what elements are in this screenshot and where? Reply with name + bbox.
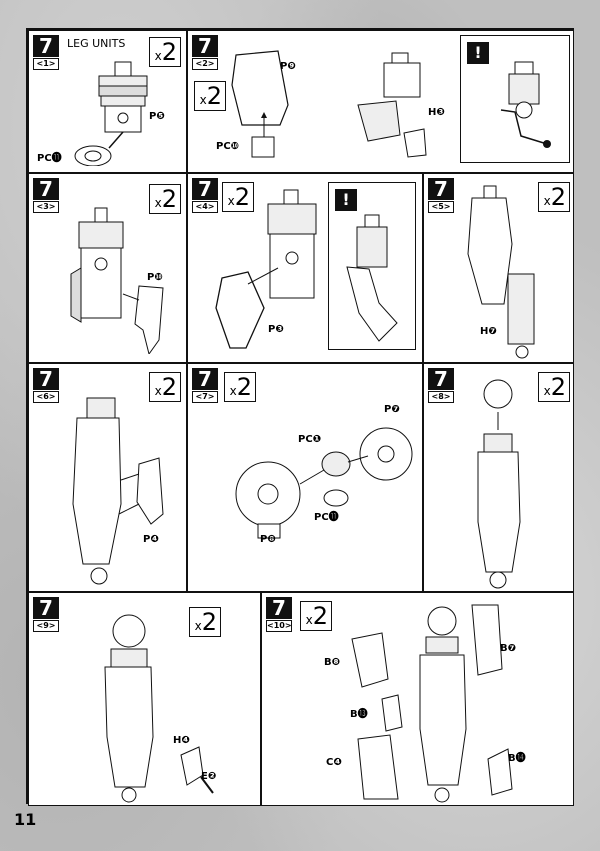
instruction-sheet: 7 <1> LEG UNITS x2 P❺ PC⓫ 7 <2> x2	[26, 28, 574, 806]
foot-guard-illustration	[104, 614, 214, 803]
step-cell-9: 7 <9> x2 H❹ E❷	[28, 592, 261, 806]
part-label: PC❶	[298, 434, 322, 445]
step-number: <1>	[33, 58, 59, 70]
step-cell-5: 7 <5> x2 H❼	[423, 173, 574, 363]
caution-icon: !	[467, 42, 489, 64]
step-number: <2>	[192, 58, 218, 70]
section-badge: 7	[192, 178, 218, 200]
step-number: <5>	[428, 201, 454, 213]
part-label: PC⓫	[37, 153, 62, 164]
quantity-value: 2	[201, 608, 217, 636]
caution-box: !	[460, 35, 570, 163]
quantity-box: x2	[222, 182, 254, 212]
step-number: <9>	[33, 620, 59, 632]
part-label: P❸	[268, 324, 284, 335]
part-label: B⓭	[350, 709, 368, 720]
quantity-box: x2	[189, 607, 221, 637]
part-label: B❼	[500, 643, 517, 654]
quantity-value: 2	[312, 602, 328, 630]
upper-leg-illustration	[70, 207, 164, 354]
section-title: LEG UNITS	[67, 37, 126, 50]
part-label: P❽	[260, 534, 276, 545]
quantity-box: x2	[538, 182, 570, 212]
quantity-value: 2	[161, 185, 177, 213]
section-badge: 7	[33, 368, 59, 390]
leg-completion-illustration	[477, 379, 521, 589]
part-label: P❼	[384, 404, 400, 415]
part-label: B⓮	[508, 753, 526, 764]
times-mark: x	[199, 93, 207, 107]
step-number: <7>	[192, 391, 218, 403]
quantity-value: 2	[234, 183, 250, 211]
quantity-box: x2	[224, 372, 256, 402]
part-label: P❾	[280, 61, 296, 72]
thigh-plate-illustration	[231, 50, 427, 158]
times-mark: x	[154, 49, 162, 63]
step-cell-3: 7 <3> x2 P❿	[28, 173, 187, 363]
times-mark: x	[154, 384, 162, 398]
quantity-value: 2	[236, 373, 252, 401]
section-badge: 7	[192, 35, 218, 57]
leg-armor-illustration	[72, 397, 164, 585]
quantity-box: x2	[149, 37, 181, 67]
step-number: <10>	[266, 620, 292, 632]
quantity-box: x2	[194, 81, 226, 111]
part-label: B❽	[324, 657, 341, 668]
thigh-assembly-illustration	[215, 189, 317, 349]
caution-detail-illustration	[500, 61, 551, 148]
step-cell-2: 7 <2> x2 P❾ PC❿ H❸ !	[187, 30, 574, 173]
part-label: H❸	[428, 107, 445, 118]
caution-icon: !	[335, 189, 357, 211]
quantity-value: 2	[550, 183, 566, 211]
quantity-box: x2	[300, 601, 332, 631]
times-mark: x	[543, 194, 551, 208]
step-number: <8>	[428, 391, 454, 403]
part-label: E❷	[201, 771, 217, 782]
section-badge: 7	[428, 368, 454, 390]
step-cell-10: 7 <10> x2 B❽ B❼ B⓭ C❹ B⓮	[261, 592, 574, 806]
times-mark: x	[305, 613, 313, 627]
part-label: C❹	[326, 757, 342, 768]
quantity-value: 2	[206, 82, 222, 110]
step-cell-1: 7 <1> LEG UNITS x2 P❺ PC⓫	[28, 30, 187, 173]
quantity-value: 2	[550, 373, 566, 401]
leg-armor-final-illustration	[351, 604, 513, 803]
step-cell-4: 7 <4> x2 P❸ !	[187, 173, 423, 363]
part-label: P❿	[147, 272, 163, 283]
caution-box: !	[328, 182, 416, 350]
knee-assembly-illustration	[467, 185, 535, 359]
part-label: H❹	[173, 735, 190, 746]
section-badge: 7	[428, 178, 454, 200]
part-label: P❹	[143, 534, 159, 545]
step-cell-6: 7 <6> x2 P❹	[28, 363, 187, 592]
part-label: PC⓫	[314, 512, 339, 523]
times-mark: x	[154, 196, 162, 210]
times-mark: x	[194, 619, 202, 633]
section-badge: 7	[266, 597, 292, 619]
section-badge: 7	[33, 178, 59, 200]
quantity-box: x2	[538, 372, 570, 402]
part-label: H❼	[480, 326, 497, 337]
part-label: PC❿	[216, 141, 240, 152]
step-number: <3>	[33, 201, 59, 213]
quantity-value: 2	[161, 38, 177, 66]
quantity-box: x2	[149, 372, 181, 402]
times-mark: x	[543, 384, 551, 398]
times-mark: x	[227, 194, 235, 208]
caution-detail-illustration	[346, 214, 398, 342]
section-badge: 7	[192, 368, 218, 390]
hip-joint-illustration	[74, 61, 148, 166]
quantity-box: x2	[149, 184, 181, 214]
foot-joint-illustration	[235, 427, 413, 539]
quantity-value: 2	[161, 373, 177, 401]
step-number: <6>	[33, 391, 59, 403]
step-cell-8: 7 <8> x2	[423, 363, 574, 592]
step-number: <4>	[192, 201, 218, 213]
times-mark: x	[229, 384, 237, 398]
step-cell-7: 7 <7> x2 P❼ PC❶ PC⓫ P❽	[187, 363, 423, 592]
page-number: 11	[14, 810, 37, 829]
section-badge: 7	[33, 597, 59, 619]
section-badge: 7	[33, 35, 59, 57]
part-label: P❺	[149, 111, 165, 122]
